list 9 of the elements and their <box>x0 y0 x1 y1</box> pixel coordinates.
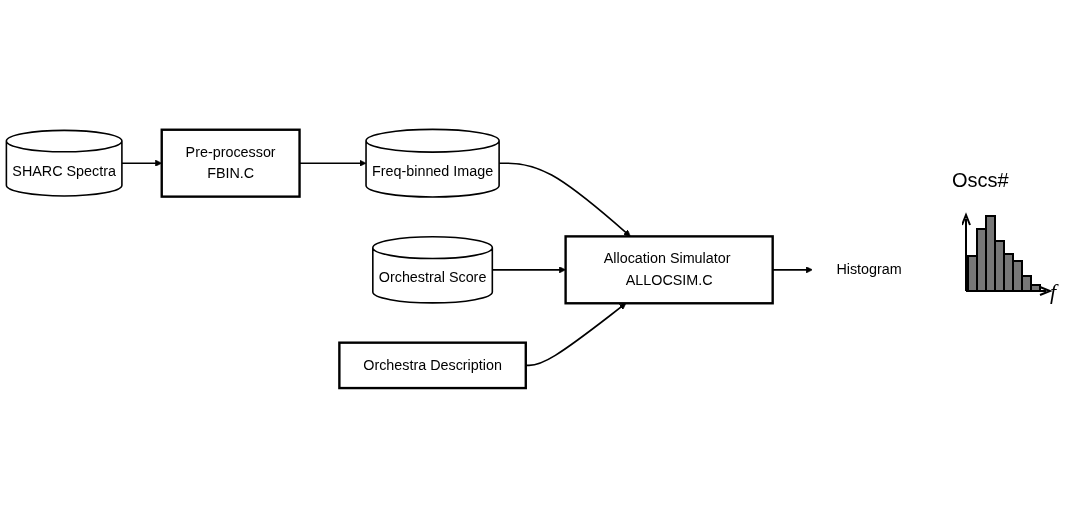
arrow <box>525 303 627 367</box>
node-text: Histogram <box>836 261 902 278</box>
arrow <box>498 162 631 237</box>
node-box: Pre-processor FBIN.C <box>160 128 301 199</box>
axis-label: Oscs# <box>952 169 1009 192</box>
arrow <box>491 266 566 274</box>
node-box: Allocation Simulator ALLOCSIM.C <box>564 235 774 305</box>
node-box: Orchestra Description <box>338 341 527 390</box>
axis-label: f <box>1050 279 1057 305</box>
